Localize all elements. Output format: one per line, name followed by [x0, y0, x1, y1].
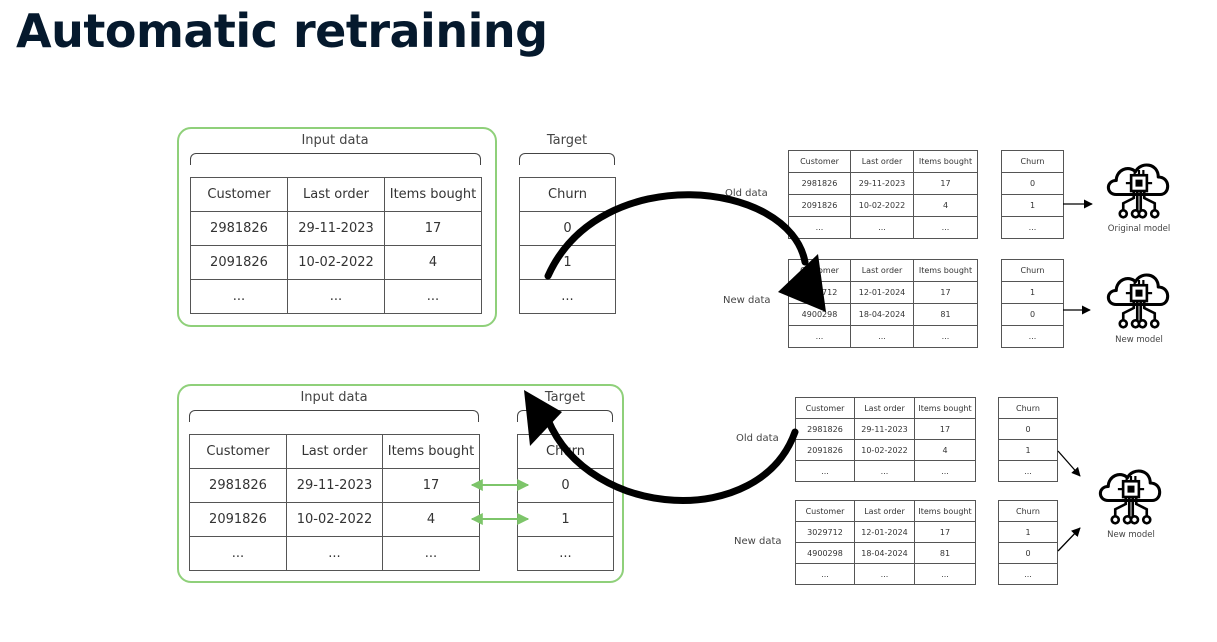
- cell-churn: ...: [998, 460, 1058, 482]
- cell-churn: ...: [1001, 325, 1064, 348]
- cloud-chip-model-icon: [1106, 273, 1170, 329]
- cell-items-bought: ...: [913, 325, 978, 348]
- cell-customer: ...: [795, 563, 855, 585]
- cell-churn: ...: [1001, 216, 1064, 239]
- cell-last-order: ...: [854, 563, 915, 585]
- header-churn: Churn: [1001, 259, 1064, 282]
- target-table-top: Churn 0 1 ...: [519, 177, 616, 314]
- new-data-label-top: New data: [723, 295, 771, 306]
- header-churn: Churn: [519, 177, 616, 212]
- cell-last-order: ...: [287, 279, 385, 314]
- table-row: ... ... ...: [190, 279, 482, 314]
- header-last-order: Last order: [286, 434, 383, 469]
- cell-churn: ...: [517, 536, 614, 571]
- table-row: 2981826 29-11-2023 17: [190, 211, 482, 246]
- cell-last-order: ...: [286, 536, 383, 571]
- cell-last-order: 10-02-2022: [286, 502, 383, 537]
- cell-customer: 2981826: [190, 211, 288, 246]
- input-data-label-bottom: Input data: [300, 390, 368, 405]
- table-row: ... ... ...: [795, 563, 976, 585]
- cloud-chip-model-icon: [1106, 163, 1170, 219]
- new-data-label-bottom: New data: [734, 536, 782, 547]
- input-table-bottom: Customer Last order Items bought 2981826…: [189, 434, 480, 571]
- header-items-bought: Items bought: [382, 434, 480, 469]
- input-data-box-bottom: [177, 384, 624, 583]
- arrow-to-new-model-bottom-b: [1057, 527, 1081, 552]
- old-target-table-bottom: Churn 0 1 ...: [998, 397, 1058, 482]
- old-data-label-bottom: Old data: [736, 433, 779, 444]
- retrain-arrowhead-bottom: [524, 390, 562, 446]
- table-row: ... ... ...: [788, 325, 978, 348]
- input-table-top: Customer Last order Items bought 2981826…: [190, 177, 482, 314]
- target-bracket-bottom: [517, 410, 613, 422]
- target-label-bottom: Target: [544, 390, 586, 405]
- table-row: 2091826 10-02-2022 4: [189, 502, 480, 537]
- old-data-table-top: Customer Last order Items bought 2981826…: [788, 150, 978, 239]
- cell-items-bought: ...: [914, 460, 976, 482]
- table-row: ... ... ...: [189, 536, 480, 571]
- cloud-chip-model-icon: [1098, 469, 1162, 525]
- input-data-bracket-top: [190, 153, 481, 165]
- new-target-table-bottom: Churn 1 0 ...: [998, 500, 1058, 585]
- new-data-table-bottom: Customer Last order Items bought 3029712…: [795, 500, 976, 585]
- table-row: ... ... ...: [795, 460, 976, 482]
- cell-items-bought: ...: [914, 563, 976, 585]
- header-items-bought: Items bought: [384, 177, 482, 212]
- cell-customer: ...: [190, 279, 288, 314]
- old-data-table-bottom: Customer Last order Items bought 2981826…: [795, 397, 976, 482]
- retrain-curve-arrow-top: [544, 191, 809, 280]
- new-target-table-top: Churn 1 0 ...: [1001, 259, 1064, 348]
- new-model-label-bottom: New model: [1107, 530, 1155, 540]
- retrain-arrowhead-top: [778, 254, 826, 312]
- cell-items-bought: ...: [913, 216, 978, 239]
- target-bracket-top: [519, 153, 615, 165]
- target-label-top: Target: [546, 133, 588, 148]
- input-data-label-top: Input data: [301, 133, 369, 148]
- table-row: 2091826 10-02-2022 4: [788, 194, 978, 217]
- input-data-box-top: [177, 127, 497, 327]
- cell-customer: 2091826: [189, 502, 287, 537]
- cell-last-order: ...: [854, 460, 915, 482]
- cell-items-bought: 17: [382, 468, 480, 503]
- header-customer: Customer: [190, 177, 288, 212]
- cell-items-bought: ...: [382, 536, 480, 571]
- new-model-label-top: New model: [1115, 335, 1163, 345]
- cell-last-order: 29-11-2023: [287, 211, 385, 246]
- page-title: Automatic retraining: [16, 4, 548, 58]
- cell-churn: ...: [998, 563, 1058, 585]
- input-data-bracket-bottom: [189, 410, 479, 422]
- cell-items-bought: 4: [382, 502, 480, 537]
- cell-customer: 2981826: [189, 468, 287, 503]
- header-customer: Customer: [189, 434, 287, 469]
- retrain-curve-arrow-bottom: [544, 416, 799, 504]
- table-row: 4900298 18-04-2024 81: [788, 303, 978, 326]
- cell-items-bought: ...: [384, 279, 482, 314]
- cell-last-order: ...: [850, 325, 914, 348]
- cell-items-bought: 4: [384, 245, 482, 280]
- table-row: 2091826 10-02-2022 4: [190, 245, 482, 280]
- cell-last-order: 10-02-2022: [287, 245, 385, 280]
- cell-customer: 2091826: [190, 245, 288, 280]
- table-row: ... ... ...: [788, 216, 978, 239]
- cell-last-order: 29-11-2023: [286, 468, 383, 503]
- original-model-label: Original model: [1107, 224, 1171, 234]
- cell-churn: ...: [519, 279, 616, 314]
- arrow-to-new-model-bottom-a: [1057, 450, 1081, 477]
- old-target-table-top: Churn 0 1 ...: [1001, 150, 1064, 239]
- old-data-label-top: Old data: [725, 188, 768, 199]
- table-row: 2981826 29-11-2023 17: [189, 468, 480, 503]
- cell-items-bought: 17: [384, 211, 482, 246]
